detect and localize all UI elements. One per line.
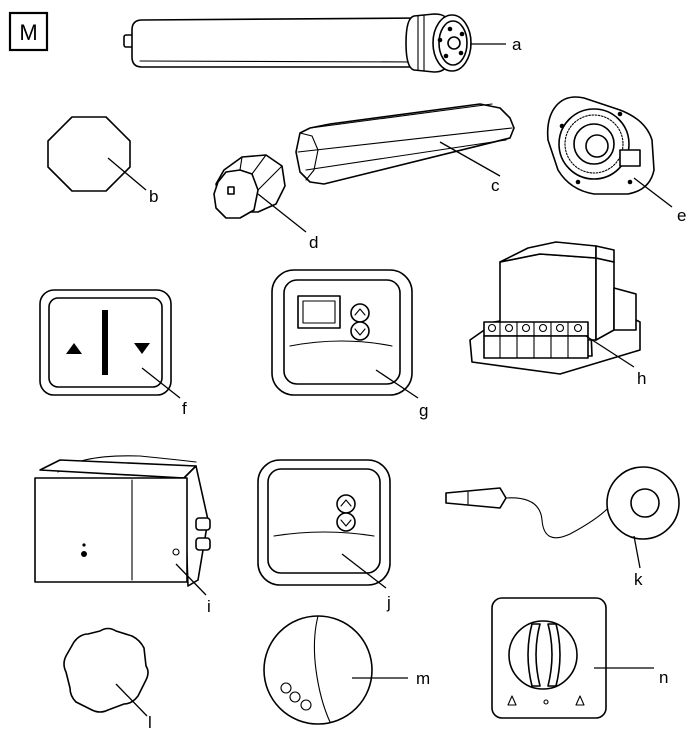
- part-i-receiver: [34, 455, 211, 596]
- badge-letter: M: [19, 20, 37, 45]
- label-i: i: [207, 597, 211, 616]
- label-m: m: [416, 669, 430, 688]
- part-b-octagon-profile: [47, 116, 147, 192]
- part-l-scalloped-profile: [63, 627, 149, 717]
- label-n: n: [659, 668, 668, 687]
- part-e-bracket: [546, 96, 673, 208]
- label-l: l: [148, 713, 152, 732]
- label-c: c: [491, 176, 500, 195]
- label-a: a: [512, 35, 522, 54]
- label-h: h: [637, 369, 646, 388]
- part-c-octagonal-shaft: [295, 103, 515, 185]
- label-j: j: [386, 593, 391, 612]
- label-b: b: [149, 187, 158, 206]
- part-f-switch: [39, 289, 181, 399]
- part-m-round-unit: [263, 615, 408, 725]
- label-e: e: [677, 206, 686, 225]
- part-h-relay: [469, 241, 641, 375]
- label-k: k: [634, 570, 643, 589]
- label-d: d: [309, 233, 318, 252]
- part-a-tubular-motor: [123, 13, 506, 73]
- part-d-adapter: [213, 154, 307, 233]
- part-g-timer-switch: [271, 269, 419, 399]
- part-j-transmitter-switch: [257, 459, 391, 589]
- part-k-sensor: [445, 466, 680, 569]
- section-badge: M: [8, 11, 49, 52]
- label-g: g: [419, 401, 428, 420]
- part-n-rotary-timer: [491, 597, 654, 719]
- label-f: f: [182, 399, 187, 418]
